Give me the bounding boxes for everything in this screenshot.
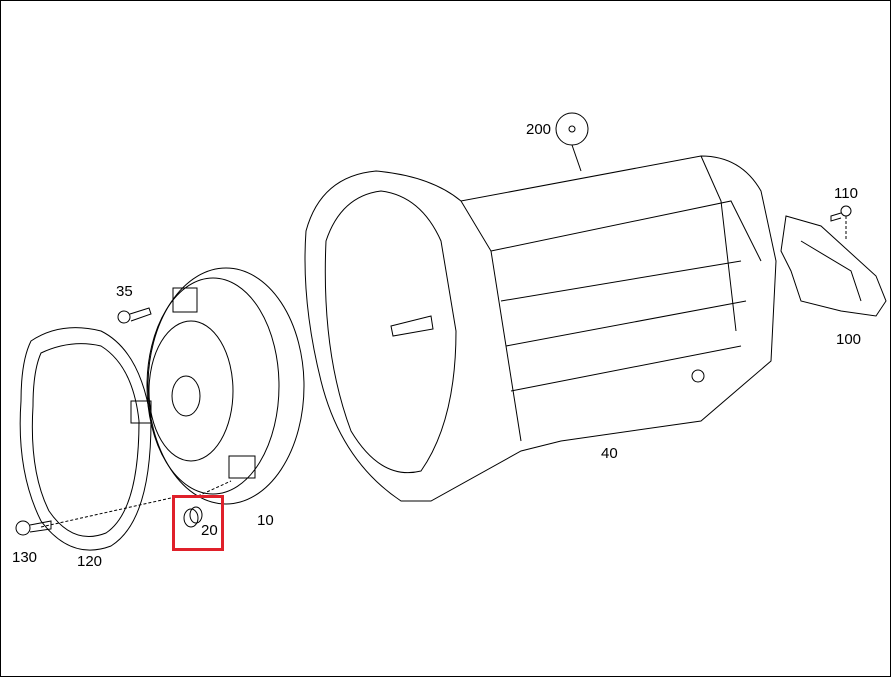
callout-130[interactable]: 130 [12,549,38,566]
callout-40[interactable]: 40 [601,445,618,462]
part-120-gasket[interactable] [19,327,152,551]
callout-20[interactable]: 20 [201,522,218,539]
callout-100[interactable]: 100 [836,331,862,348]
part-110-bolt[interactable] [830,205,852,241]
part-100-mount[interactable] [780,215,887,317]
callout-110[interactable]: 110 [834,185,858,202]
part-40-transmission[interactable] [304,155,777,502]
highlight-box-part-20 [172,495,224,551]
part-20-plug[interactable] [183,480,232,528]
callout-120[interactable]: 120 [77,553,103,570]
part-200-flex-disc[interactable] [555,112,589,172]
part-10-torque-converter[interactable] [130,267,305,505]
part-130-bolt[interactable] [15,497,172,536]
callout-10[interactable]: 10 [257,512,274,529]
part-35-bolt[interactable] [117,307,152,324]
callout-35[interactable]: 35 [116,283,133,300]
callout-200[interactable]: 200 [526,121,552,138]
